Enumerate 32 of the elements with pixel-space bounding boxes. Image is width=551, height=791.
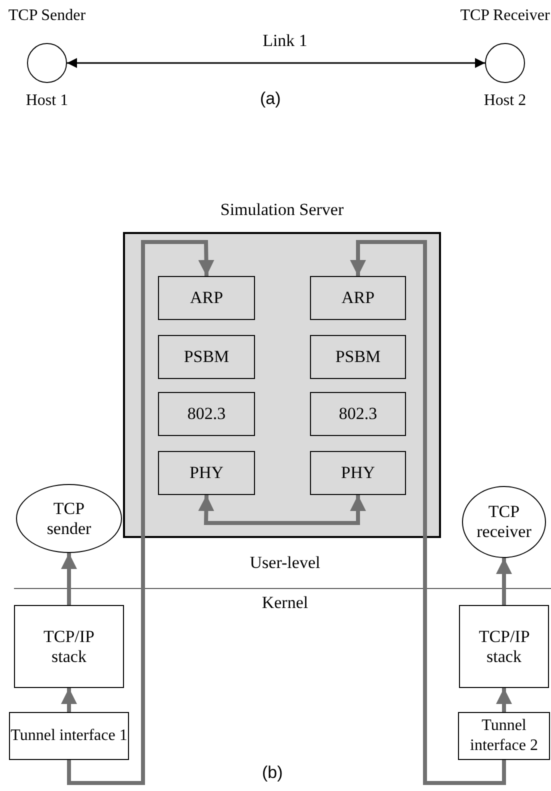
layer-box: Tunnel interface 1 xyxy=(9,712,129,760)
arrow xyxy=(496,688,512,712)
edge-label: Link 1 xyxy=(262,30,308,52)
process-ellipse: TCP sender xyxy=(16,484,122,553)
layer-box: ARP xyxy=(158,276,255,320)
arrow xyxy=(67,58,485,68)
layer-box: TCP/IP stack xyxy=(14,605,124,688)
host-role-label: TCP Receiver xyxy=(460,6,550,26)
layer-box: TCP/IP stack xyxy=(459,605,549,688)
layer-box: 802.3 xyxy=(158,392,255,436)
host-label: Host 2 xyxy=(484,91,526,111)
caption-label: (a) xyxy=(260,88,281,110)
process-ellipse: TCP receiver xyxy=(462,486,546,558)
caption-label: (b) xyxy=(262,762,283,784)
layer-box: ARP xyxy=(310,276,406,320)
arrow xyxy=(67,240,214,785)
arrow xyxy=(61,553,77,605)
arrow xyxy=(496,558,512,605)
arrow xyxy=(198,494,366,525)
layer-box: PHY xyxy=(310,451,406,495)
layer-box: 802.3 xyxy=(310,392,406,436)
caption-label: User-level xyxy=(248,552,322,574)
layer-box: PHY xyxy=(158,451,255,495)
host-role-label: TCP Sender xyxy=(8,6,86,26)
server-title: Simulation Server xyxy=(220,199,344,221)
host-label: Host 1 xyxy=(26,91,68,111)
caption-label: Kernel xyxy=(260,592,310,614)
layer-box: Tunnel interface 2 xyxy=(458,712,550,760)
arrow xyxy=(350,240,506,785)
layer-box: PSBM xyxy=(310,335,406,379)
layer-box: PSBM xyxy=(158,335,255,379)
arrow xyxy=(61,688,77,712)
